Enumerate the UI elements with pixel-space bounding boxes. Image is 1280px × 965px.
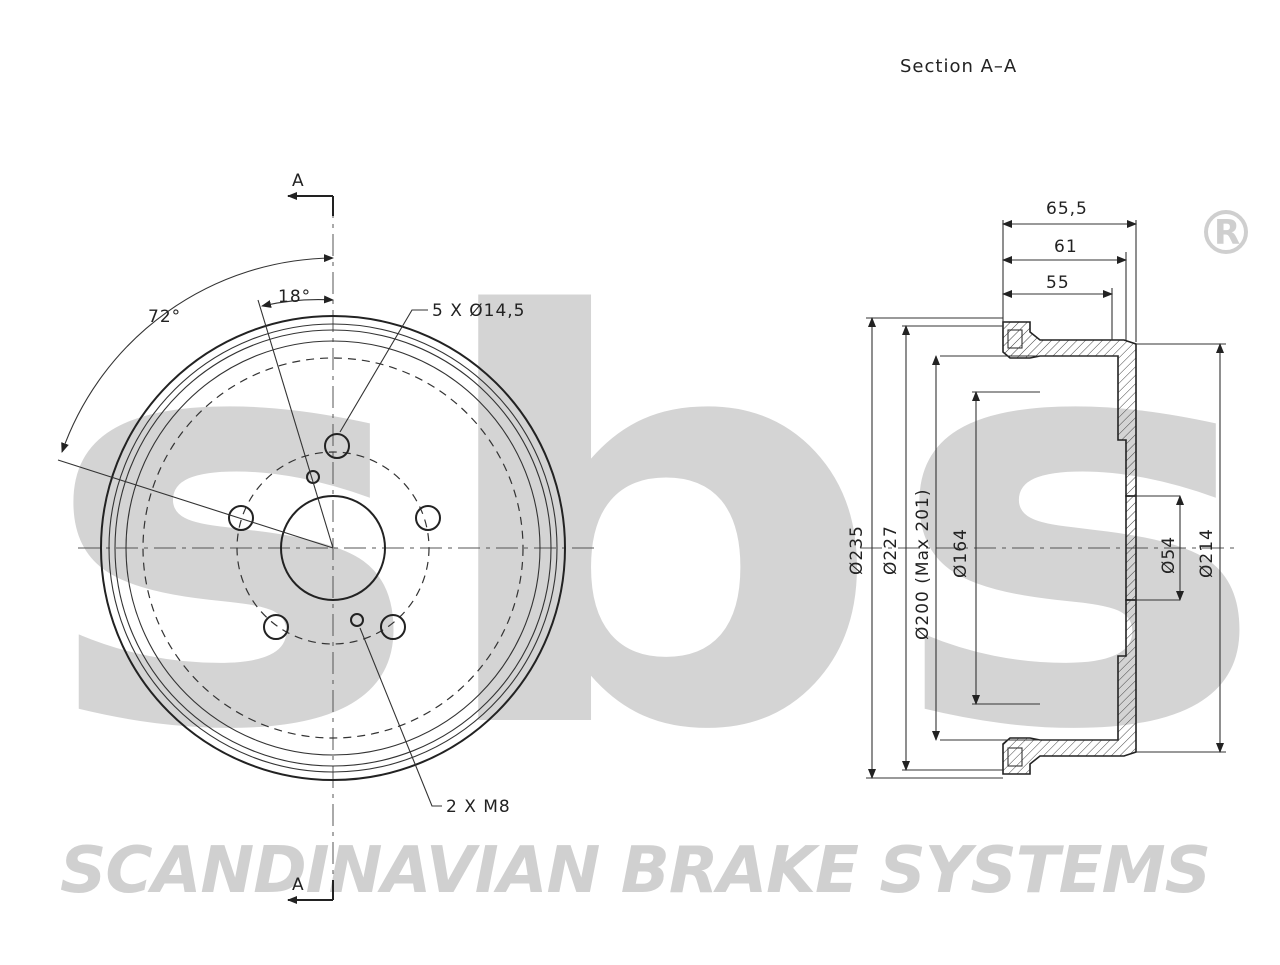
pocket-bottom bbox=[1007, 747, 1023, 767]
bolt-holes-leader bbox=[339, 309, 428, 433]
angle-72-ray bbox=[57, 459, 334, 549]
dim-54: Ø54 bbox=[1159, 536, 1179, 574]
bolt-hole-4 bbox=[263, 614, 289, 640]
angle-72-label: 72° bbox=[148, 307, 181, 327]
dim-235: Ø235 bbox=[847, 525, 867, 575]
drum-section-top bbox=[1002, 321, 1137, 497]
angle-18-arc bbox=[261, 295, 334, 308]
section-label-top: A bbox=[292, 171, 305, 191]
dim-65-5: 65,5 bbox=[1046, 199, 1088, 219]
angle-18-label: 18° bbox=[278, 287, 311, 307]
dim-164: Ø164 bbox=[951, 528, 971, 578]
section-label-bottom: A bbox=[292, 875, 305, 895]
threaded-holes-label: 2 X M8 bbox=[446, 797, 511, 817]
dim-61: 61 bbox=[1054, 237, 1078, 257]
section-title: Section A–A bbox=[900, 56, 1017, 77]
registered-mark: R bbox=[1214, 213, 1240, 253]
dim-55: 55 bbox=[1046, 273, 1070, 293]
bolt-hole-3 bbox=[380, 614, 406, 640]
sbs-logo-watermark: sbs R SCANDINAVIAN BRAKE SYSTEMS bbox=[40, 201, 1270, 908]
pocket-top bbox=[1007, 329, 1023, 349]
angle-18-ray bbox=[257, 299, 334, 549]
brand-text: SCANDINAVIAN BRAKE SYSTEMS bbox=[60, 834, 1210, 908]
hub-web bbox=[1125, 495, 1137, 601]
center-bore bbox=[280, 495, 386, 601]
bolt-hole-5 bbox=[228, 505, 254, 531]
inner-dashed-circle bbox=[142, 357, 524, 739]
drum-section-bottom bbox=[1002, 599, 1137, 775]
dim-214: Ø214 bbox=[1197, 528, 1217, 578]
threaded-hole-2 bbox=[350, 613, 364, 627]
angle-72-arc bbox=[61, 254, 334, 453]
bolt-hole-2 bbox=[415, 505, 441, 531]
dim-227: Ø227 bbox=[881, 525, 901, 575]
section-view: Section A–A 65,5 61 55 Ø235 bbox=[847, 56, 1236, 779]
registered-mark-ring bbox=[1204, 210, 1248, 254]
front-view: 72° 18° 5 X Ø14,5 2 X M8 A A bbox=[57, 171, 600, 904]
dim-200: Ø200 (Max 201) bbox=[913, 489, 933, 641]
bolt-holes-label: 5 X Ø14,5 bbox=[432, 301, 526, 321]
threaded-holes-leader bbox=[359, 627, 442, 807]
